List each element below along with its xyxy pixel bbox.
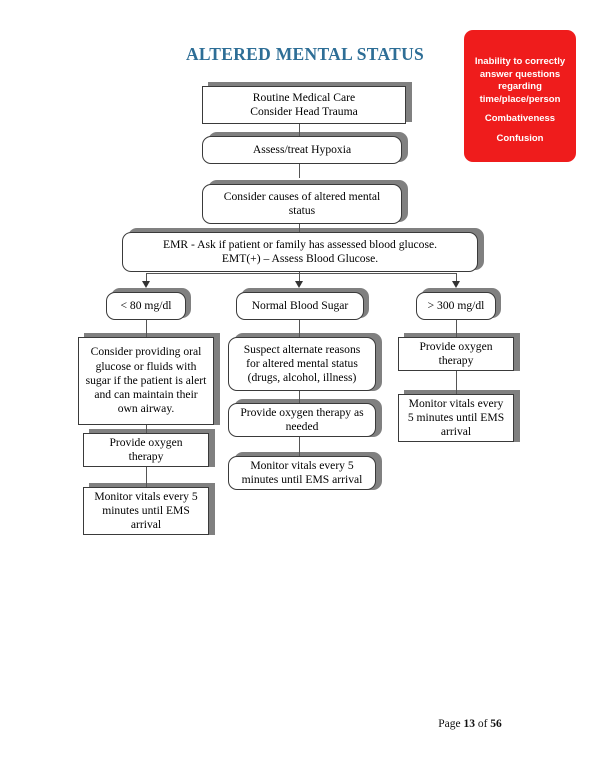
node-high-monitor-vitals[interactable]: Monitor vitals every 5 minutes until EMS… bbox=[398, 394, 514, 442]
node-normal-glucose-branch[interactable]: Normal Blood Sugar bbox=[236, 292, 364, 320]
callout-item-confusion: Confusion bbox=[496, 132, 544, 144]
page-title: ALTERED MENTAL STATUS bbox=[185, 44, 425, 64]
connector-routine-to-hypoxia bbox=[299, 118, 301, 136]
node-routine-medical-care[interactable]: Routine Medical Care Consider Head Traum… bbox=[202, 86, 406, 124]
connector-causes-to-glucose bbox=[299, 218, 301, 236]
node-blood-glucose-check[interactable]: EMR - Ask if patient or family has asses… bbox=[122, 232, 478, 272]
footer-middle: of bbox=[477, 718, 488, 730]
callout-spacer-2 bbox=[470, 126, 570, 133]
arrowhead-high-branch bbox=[452, 281, 460, 288]
node-consider-causes[interactable]: Consider causes of altered mental status bbox=[202, 184, 402, 224]
callout-line-3: regarding bbox=[498, 81, 542, 93]
callout-spacer-1 bbox=[470, 106, 570, 113]
callout-line-2: answer questions bbox=[479, 68, 561, 80]
connector-lowoxygen-to-vitals bbox=[146, 461, 148, 489]
callout-line-1: Inability to correctly bbox=[474, 56, 566, 67]
connector-low-branch-to-oral bbox=[146, 315, 148, 338]
connector-bus-to-low bbox=[146, 273, 148, 283]
arrowhead-normal-branch bbox=[295, 281, 303, 288]
node-normal-monitor-vitals[interactable]: Monitor vitals every 5 minutes until EMS… bbox=[228, 456, 376, 490]
connector-hypoxia-to-causes bbox=[299, 158, 301, 178]
connector-highoxygen-to-vitals bbox=[456, 365, 458, 396]
callout-line-4: time/place/person bbox=[479, 93, 561, 105]
callout-item-combativeness: Combativeness bbox=[484, 113, 556, 125]
connector-normal-branch-to-suspect bbox=[299, 315, 301, 338]
connector-oral-to-oxygen bbox=[146, 419, 148, 435]
arrowhead-low-branch bbox=[142, 281, 150, 288]
connector-bus-to-high bbox=[456, 273, 458, 283]
node-low-oral-glucose[interactable]: Consider providing oral glucose or fluid… bbox=[78, 337, 214, 425]
node-low-glucose-branch[interactable]: < 80 mg/dl bbox=[106, 292, 186, 320]
footer-current-page: 13 bbox=[463, 718, 475, 730]
page-footer: Page 13 of 56 bbox=[380, 718, 560, 730]
node-assess-treat-hypoxia[interactable]: Assess/treat Hypoxia bbox=[202, 136, 402, 164]
node-low-monitor-vitals[interactable]: Monitor vitals every 5 minutes until EMS… bbox=[83, 487, 209, 535]
connector-suspect-to-oxygen bbox=[299, 385, 301, 405]
node-normal-suspect-alternate[interactable]: Suspect alternate reasons for altered me… bbox=[228, 337, 376, 391]
node-normal-provide-oxygen[interactable]: Provide oxygen therapy as needed bbox=[228, 403, 376, 437]
connector-glucose-bus bbox=[146, 273, 456, 275]
symptoms-callout: Inability to correctly answer questions … bbox=[464, 30, 576, 162]
node-low-provide-oxygen[interactable]: Provide oxygen therapy bbox=[83, 433, 209, 467]
node-high-glucose-branch[interactable]: > 300 mg/dl bbox=[416, 292, 496, 320]
connector-bus-to-normal bbox=[299, 273, 301, 283]
footer-total-pages: 56 bbox=[490, 718, 502, 730]
node-high-provide-oxygen[interactable]: Provide oxygen therapy bbox=[398, 337, 514, 371]
connector-high-branch-to-oxygen bbox=[456, 315, 458, 338]
footer-prefix: Page bbox=[438, 718, 461, 730]
connector-normaloxygen-to-vitals bbox=[299, 431, 301, 457]
